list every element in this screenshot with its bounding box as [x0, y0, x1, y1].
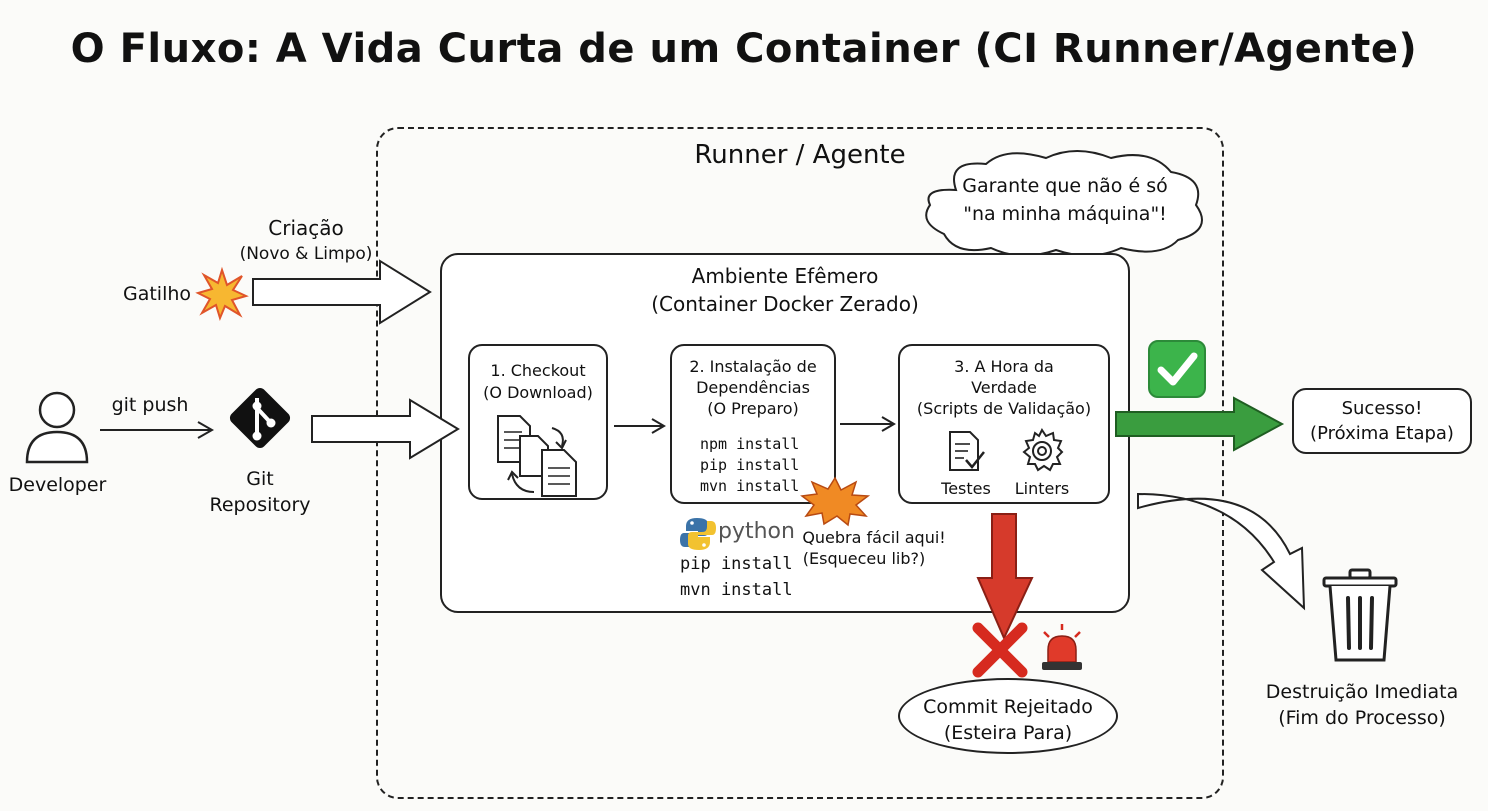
step2-cmd-pip: pip install: [700, 456, 800, 474]
destroy-label: Destruição Imediata: [1265, 681, 1459, 703]
git-push-arrow: [100, 421, 215, 439]
thought-text-line1: Garante que não é só: [962, 175, 1168, 197]
trigger-label: Gatilho: [122, 283, 192, 305]
success-sublabel: (Próxima Etapa): [1310, 423, 1454, 444]
step1-to-step2-arrow: [614, 418, 666, 434]
step-install-card: [670, 344, 836, 504]
step1-subtitle: (O Download): [483, 383, 593, 402]
step2-cmd-npm: npm install: [700, 435, 800, 453]
success-label: Sucesso!: [1341, 398, 1423, 419]
python-cmd-mvn: mvn install: [680, 580, 793, 600]
tool-linters-label: Linters: [1014, 479, 1070, 498]
git-push-label: git push: [111, 394, 189, 416]
step2-title: 2. Instalação de: [689, 357, 817, 376]
rejected-bubble: [898, 678, 1118, 754]
step3-title: 3. A Hora da: [954, 357, 1054, 376]
trash-can-icon: [1322, 568, 1398, 662]
python-cmd-pip: pip install: [680, 554, 793, 574]
break-note-line2: (Esqueceu lib?): [802, 549, 926, 568]
step2-to-step3-arrow: [840, 416, 896, 432]
tool-tests-label: Testes: [941, 479, 991, 498]
success-arrow: [1115, 396, 1285, 452]
success-box: [1292, 388, 1472, 454]
developer-icon: [25, 391, 89, 464]
destroy-arrow: [1137, 492, 1306, 611]
developer-label: Developer: [8, 474, 107, 496]
linters-gear-icon: [1022, 428, 1064, 472]
trigger-burst-icon: [195, 266, 249, 321]
tests-checklist-icon: [949, 431, 985, 471]
rejected-label: Commit Rejeitado: [923, 696, 1093, 718]
reject-x-icon: [972, 622, 1028, 678]
python-logo-text: python: [718, 519, 795, 544]
step2-subtitle: (O Preparo): [707, 399, 799, 418]
step2-cmd-mvn: mvn install: [700, 477, 800, 495]
step3-title-line2: Verdade: [971, 378, 1037, 397]
runner-box: [376, 127, 1224, 799]
creation-sublabel: (Novo & Limpo): [239, 244, 373, 264]
python-logo-icon: [680, 518, 716, 550]
documents-sync-icon: [497, 415, 577, 497]
git-logo-icon: [229, 387, 291, 449]
env-subtitle: (Container Docker Zerado): [651, 292, 919, 316]
step3-subtitle: (Scripts de Validação): [916, 399, 1092, 418]
diagram-title: O Fluxo: A Vida Curta de um Container (C…: [70, 26, 1418, 72]
git-repo-label-line2: Repository: [209, 494, 311, 516]
fail-arrow: [976, 513, 1034, 641]
runner-label: Runner / Agente: [694, 140, 906, 170]
git-repo-label-line1: Git: [246, 468, 274, 490]
step-validation-card: [898, 344, 1110, 504]
break-note-line1: Quebra fácil aqui!: [802, 528, 946, 547]
success-check-icon: [1148, 340, 1206, 398]
siren-icon: [1042, 624, 1082, 670]
step1-title: 1. Checkout: [490, 361, 586, 380]
creation-arrow: [252, 259, 432, 325]
thought-text-line2: "na minha máquina"!: [963, 203, 1167, 225]
rejected-sublabel: (Esteira Para): [943, 722, 1073, 744]
step2-title-line2: Dependências: [696, 378, 810, 397]
env-title: Ambiente Efêmero: [691, 264, 879, 288]
creation-label: Criação: [268, 216, 344, 240]
break-burst-icon: [800, 476, 871, 527]
repo-to-env-arrow: [311, 398, 460, 460]
destroy-sublabel: (Fim do Processo): [1278, 707, 1446, 729]
